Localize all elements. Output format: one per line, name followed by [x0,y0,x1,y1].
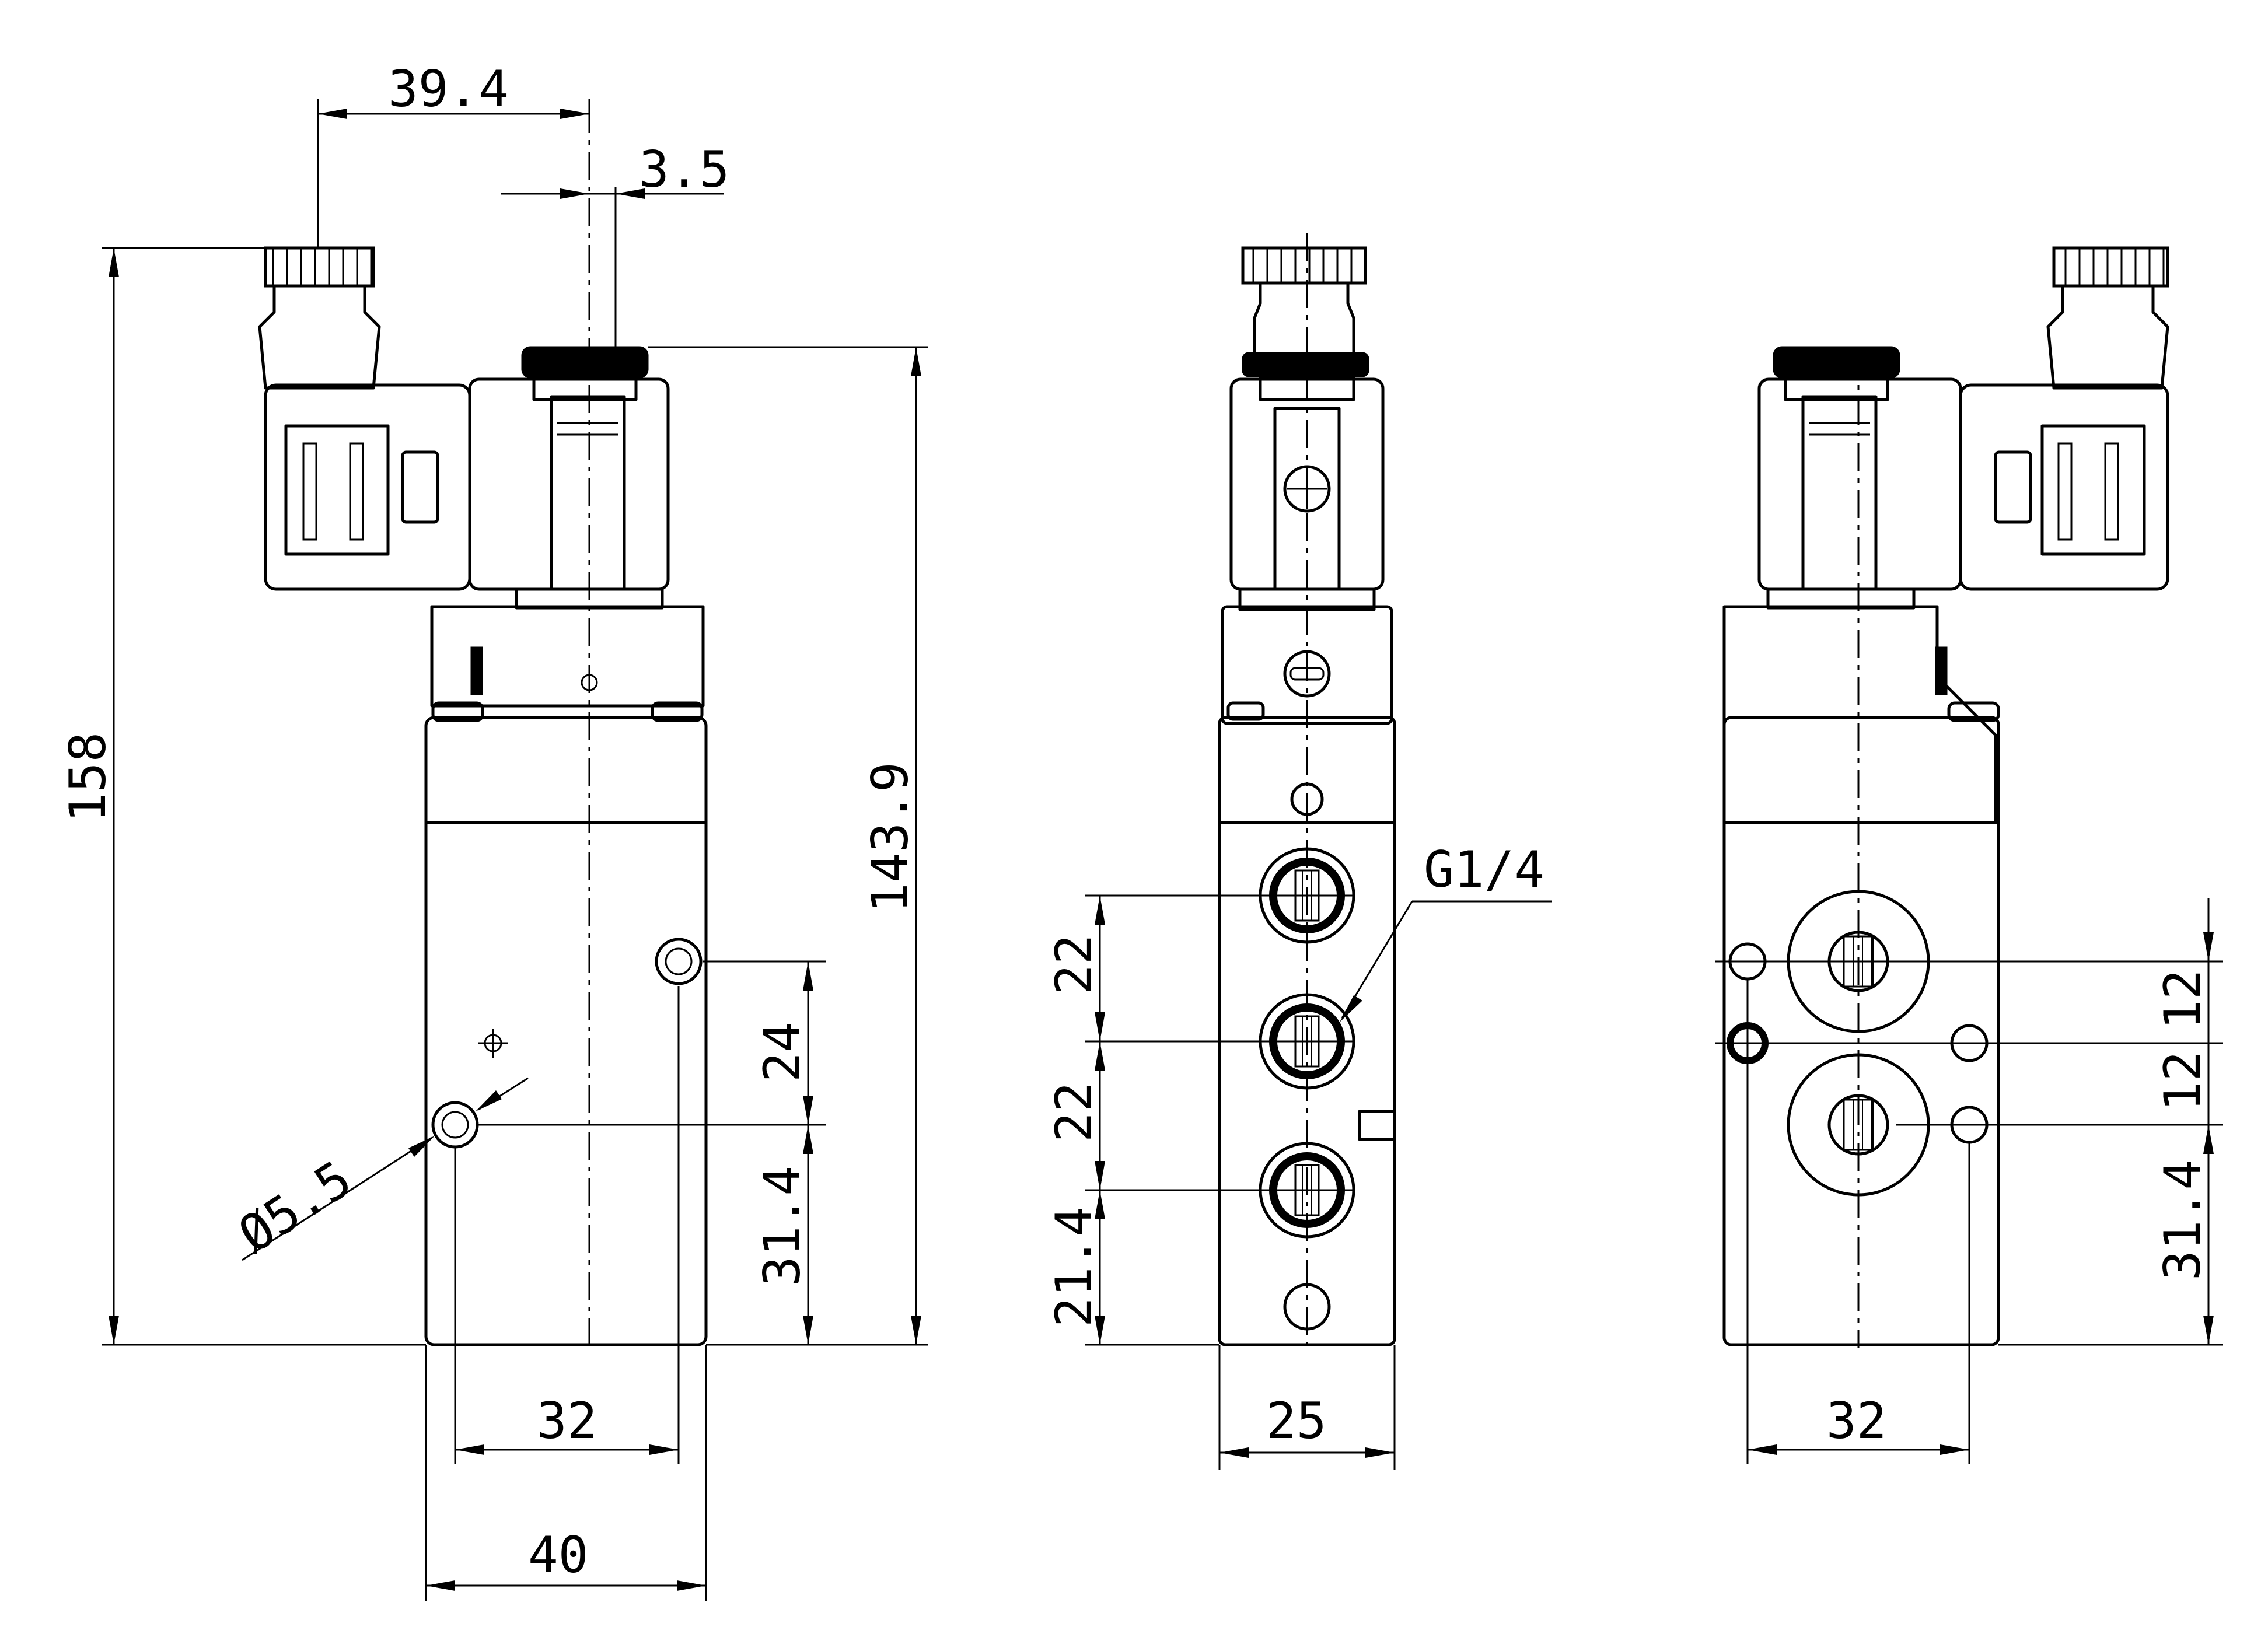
dim-mount-hole-diameter: Ø5.5 [229,1150,362,1265]
front-view [1218,233,1396,1348]
dim-side-hole-from-base: 31.4 [753,1166,812,1286]
dim-stem-offset: 3.5 [639,141,729,199]
mount-hole-upper [655,938,703,985]
rear-view [1722,246,2169,1348]
connector-plug-rear [1959,383,2169,591]
pilot-port-front [1283,650,1331,698]
dim-side-hole-pitch: 24 [753,1022,812,1082]
side-dimensions: 39.4 3.5 158 143.9 24 31.4 [59,60,928,1601]
armature-tube-rear [1801,395,1878,591]
pilot-head [430,605,705,708]
manual-override [470,646,483,695]
dim-side-mount-spacing: 32 [537,1392,597,1450]
valve-body-rear [1722,716,2000,1346]
coil-cap-rear [1773,346,1900,379]
dim-side-width: 40 [528,1526,589,1584]
mount-hole-lower [431,1101,479,1149]
connector-pin-right [349,442,364,541]
connector-knurled-nut-rear [2052,246,2169,288]
dim-coil-offset: 39.4 [388,60,509,118]
label-port-thread: G1/4 [1424,841,1544,899]
dim-front-width: 25 [1266,1392,1327,1450]
dim-rear-port-pitch-upper: 12 [2154,969,2212,1030]
side-lug [1358,1110,1396,1141]
dim-body-height: 143.9 [861,762,920,913]
armature-tube [550,395,626,591]
connector-housing-rear [2046,284,2169,390]
dim-front-port-pitch-lower: 22 [1045,1082,1103,1142]
connector-knurled-nut-front [1241,246,1367,285]
connector-knurled-nut [264,246,375,288]
dim-front-port-pitch-upper: 22 [1045,934,1103,995]
front-dimensions: 22 22 21.4 25 G1/4 [1045,841,1552,1470]
rear-dimensions: 12 12 31.4 32 [1715,898,2223,1464]
dim-rear-port-pitch-lower: 12 [2154,1051,2212,1111]
coil-cap-ring [532,375,638,401]
coil-cap-front [1242,352,1369,377]
pilot-head-rear [1722,605,1997,824]
side-view [258,105,708,1348]
coil-housing-rear [1757,377,1962,591]
dim-overall-height: 158 [59,732,117,823]
coil-cap-nut [521,346,649,379]
dim-front-port-from-base: 21.4 [1045,1206,1103,1327]
connector-pin-left [302,442,317,541]
connector-neck-front [1253,281,1355,358]
connector-window [401,450,439,524]
valve-body-side [424,716,708,1346]
connector-housing [258,284,381,390]
coil-housing [468,377,670,591]
dim-rear-port-from-base: 31.4 [2154,1160,2212,1281]
connector-pin-frame [284,424,390,556]
dim-rear-mount-spacing: 32 [1826,1392,1887,1450]
